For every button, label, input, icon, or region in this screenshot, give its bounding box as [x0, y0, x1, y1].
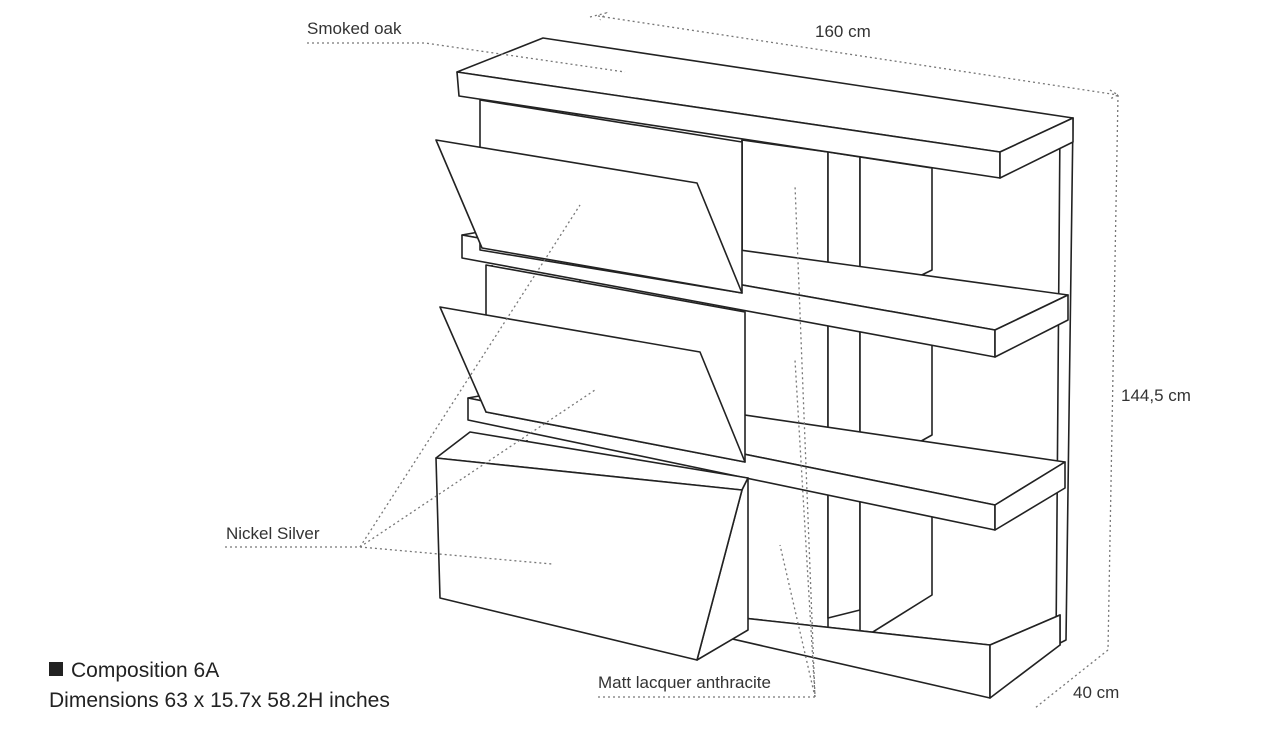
label-depth: 40 cm: [1073, 683, 1120, 702]
right-side-panel: [1055, 117, 1074, 646]
middle-flap-door: [439, 264, 746, 463]
upper-flap-door: [435, 99, 743, 294]
composition-title: Composition 6A: [71, 659, 220, 682]
label-nickel-silver: Nickel Silver: [226, 524, 320, 543]
label-width: 160 cm: [815, 22, 871, 41]
top-slab: [456, 37, 1074, 179]
dimension-lines: [589, 11, 1120, 709]
leader-lines: [225, 42, 816, 698]
label-height: 144,5 cm: [1121, 386, 1191, 405]
bottom-plinth: [714, 614, 1061, 699]
open-drawer: [435, 431, 749, 661]
label-matt-lacquer: Matt lacquer anthracite: [598, 673, 771, 692]
caption-title: Composition 6A: [49, 659, 219, 683]
square-bullet-icon: [49, 662, 63, 676]
caption-dimensions: Dimensions 63 x 15.7x 58.2H inches: [49, 689, 390, 712]
label-smoked-oak: Smoked oak: [307, 19, 402, 38]
